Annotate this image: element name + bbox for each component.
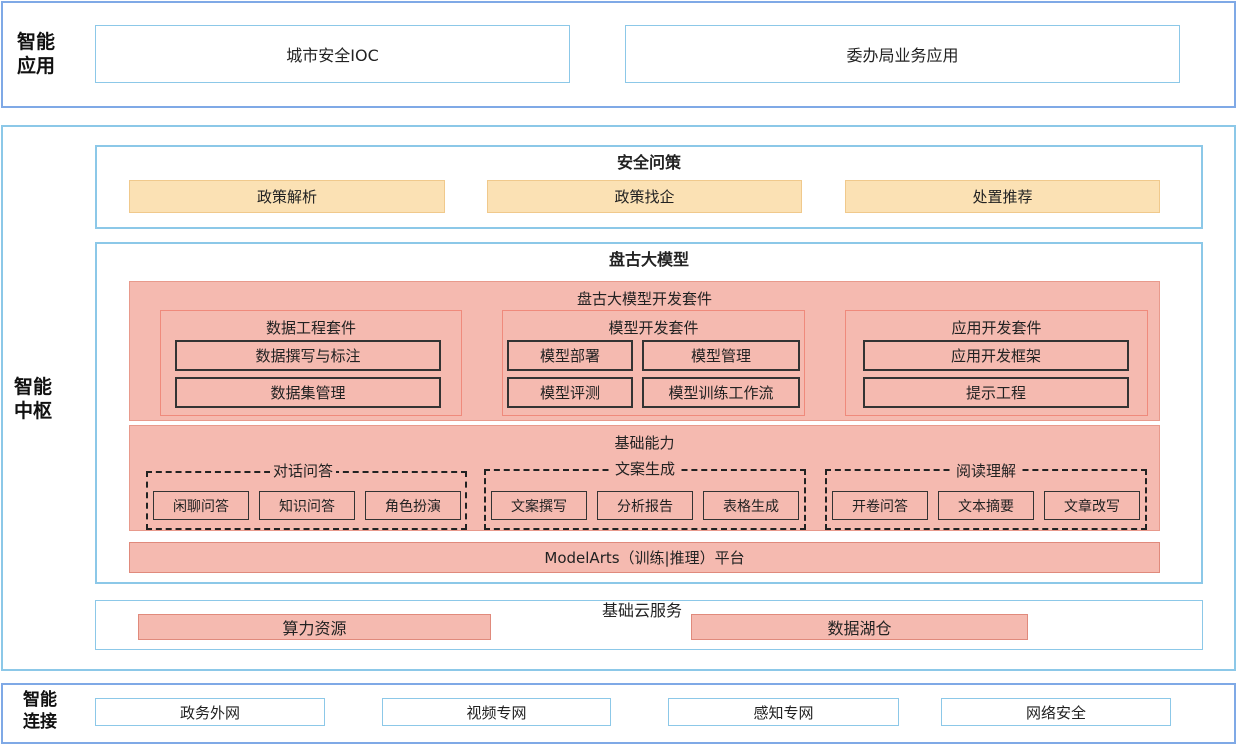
base-capability-title: 基础能力 [614,434,675,452]
base-group-reading-title: 阅读理解 [953,462,1020,480]
app-ioc-box[interactable]: 城市安全IOC [95,25,570,83]
cloud-item-data-lake[interactable]: 数据湖仓 [691,614,1028,640]
base-item-knowledge-qa[interactable]: 知识问答 [259,491,355,520]
connect-item-video-network[interactable]: 视频专网 [382,698,611,726]
base-item-role-play[interactable]: 角色扮演 [365,491,461,520]
modelarts-platform-bar[interactable]: ModelArts（训练|推理）平台 [129,542,1160,573]
connect-item-network-security[interactable]: 网络安全 [941,698,1171,726]
safety-item-policy-enterprise[interactable]: 政策找企 [487,180,802,213]
cloud-item-compute[interactable]: 算力资源 [138,614,491,640]
app-kit-item-prompt[interactable]: 提示工程 [863,377,1129,408]
connect-item-sensing-network[interactable]: 感知专网 [668,698,899,726]
base-item-open-book-qa[interactable]: 开卷问答 [832,491,928,520]
app-layer-label-line2: 应用 [16,55,55,77]
cloud-title: 基础云服务 [602,601,683,620]
connect-layer-label: 智能 连接 [10,689,70,733]
base-group-copywriting-title: 文案生成 [612,460,679,478]
base-item-analysis-report[interactable]: 分析报告 [597,491,693,520]
model-kit-title: 模型开发套件 [608,319,699,337]
connect-item-gov-network[interactable]: 政务外网 [95,698,325,726]
app-layer-label-line1: 智能 [16,31,55,53]
model-kit-item-training-workflow[interactable]: 模型训练工作流 [642,377,800,408]
base-item-rewrite[interactable]: 文章改写 [1044,491,1140,520]
hub-layer-label: 智能 中枢 [3,375,63,423]
app-bureau-box[interactable]: 委办局业务应用 [625,25,1180,83]
app-kit-title: 应用开发套件 [951,319,1042,337]
base-item-copy-writing[interactable]: 文案撰写 [491,491,587,520]
model-kit-item-evaluate[interactable]: 模型评测 [507,377,633,408]
pangu-devkit-title: 盘古大模型开发套件 [576,290,712,308]
data-kit-item-dataset[interactable]: 数据集管理 [175,377,441,408]
connect-layer-label-line1: 智能 [23,690,57,710]
base-item-chitchat[interactable]: 闲聊问答 [153,491,249,520]
hub-layer-label-line1: 智能 [13,376,52,398]
app-layer-label: 智能 应用 [6,30,66,78]
data-kit-title: 数据工程套件 [265,319,356,337]
data-kit-item-annotation[interactable]: 数据撰写与标注 [175,340,441,371]
connect-layer-label-line2: 连接 [23,712,57,732]
pangu-title: 盘古大模型 [608,250,689,269]
safety-item-policy-analysis[interactable]: 政策解析 [129,180,445,213]
safety-item-disposal[interactable]: 处置推荐 [845,180,1160,213]
hub-layer-label-line2: 中枢 [13,400,52,422]
app-kit-item-framework[interactable]: 应用开发框架 [863,340,1129,371]
model-kit-item-deploy[interactable]: 模型部署 [507,340,633,371]
safety-title: 安全问策 [616,153,681,172]
base-item-summary[interactable]: 文本摘要 [938,491,1034,520]
model-kit-item-manage[interactable]: 模型管理 [642,340,800,371]
base-group-dialog-title: 对话问答 [270,462,337,480]
base-item-table-gen[interactable]: 表格生成 [703,491,799,520]
